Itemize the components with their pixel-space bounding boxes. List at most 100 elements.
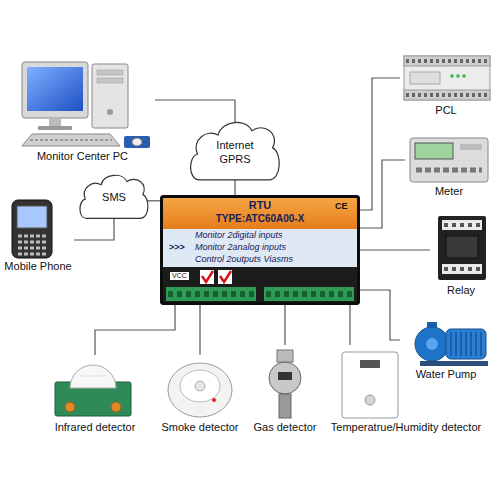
device-caption: Smoke detector [161, 421, 238, 434]
connector-line [74, 218, 114, 240]
cloud-node: SMS [78, 172, 150, 220]
pc-illustration [27, 67, 83, 111]
connector-line [360, 78, 400, 210]
feature-text: Monitor 2analog inputs [195, 242, 286, 253]
gas-illustration [278, 372, 292, 380]
pump-illustration [420, 361, 488, 366]
phone-illustration [18, 241, 46, 244]
pc-illustration [92, 64, 128, 128]
device-title: RTU [163, 199, 357, 212]
phone-illustration [18, 253, 46, 256]
plc-illustration [462, 74, 466, 78]
detector-node: Infrared detector [40, 355, 150, 436]
device-caption: Infrared detector [55, 421, 136, 434]
smoke-illustration [212, 398, 216, 402]
connector-line [199, 305, 200, 355]
cloud-label: Internet GPRS [207, 139, 263, 165]
relay-illustration [442, 220, 482, 230]
infrared-illustration [65, 402, 75, 412]
rtu-housing [264, 287, 354, 301]
plc-illustration [456, 74, 460, 78]
meter-illustration [410, 138, 488, 182]
cert-mark: CE [335, 201, 348, 212]
connector-line [284, 305, 285, 345]
pc-illustration [22, 134, 120, 146]
device-caption: Relay [447, 284, 475, 297]
meter-illustration [410, 138, 488, 182]
pc-illustration [22, 62, 88, 118]
smoke-illustration [195, 381, 205, 391]
detector-node: Gas detector [245, 345, 325, 436]
rtu-housing [266, 291, 352, 297]
infrared-illustration [80, 376, 106, 377]
connector-line [95, 305, 175, 355]
plc-illustration [406, 59, 488, 63]
smoke-illustration [180, 370, 220, 402]
rtu-housing [163, 198, 357, 229]
gas-illustration [269, 362, 301, 394]
phone-illustration [12, 200, 52, 258]
pump-illustration [446, 329, 486, 359]
relay-illustration [438, 216, 486, 280]
connector-line [234, 180, 235, 195]
rtu-housing [202, 271, 213, 282]
relay-node: Relay [430, 212, 492, 299]
device-caption: PCL [435, 104, 456, 117]
gas-illustration [279, 394, 291, 418]
device-caption: Mobile Phone [4, 260, 71, 273]
arrow-marker: >>> [169, 242, 185, 253]
thermostat-illustration [360, 360, 380, 368]
rtu-housing [218, 270, 232, 284]
thermostat-illustration [342, 352, 398, 418]
pump-node: Water Pump [400, 318, 492, 383]
detector-node: Temperatrue/Humidity detector [320, 345, 492, 436]
plc-node: PCL [400, 52, 492, 119]
infrared-illustration [70, 365, 116, 388]
plc-illustration [404, 56, 490, 66]
pump-illustration [427, 322, 437, 328]
thermostat-illustration [342, 352, 398, 418]
rtu-box: RTUTYPE:ATC60A00-X >>> Monitor 2digital in… [160, 195, 360, 305]
model-number: TYPE:ATC60A00-X [163, 213, 357, 225]
connector-line [147, 200, 160, 201]
meter-illustration [416, 168, 482, 173]
plc-illustration [404, 56, 490, 100]
plc-illustration [450, 74, 454, 78]
feature-text: Monitor 2digital inputs [195, 230, 283, 241]
thermostat-illustration [365, 395, 375, 405]
pump-illustration [415, 322, 488, 366]
pc-node: Monitor Center PC [10, 58, 155, 165]
pc-illustration [132, 138, 142, 146]
plc-illustration [410, 72, 440, 84]
device-caption: Temperatrue/Humidity detector [331, 421, 481, 434]
cloud-outline [191, 122, 280, 179]
pump-illustration [426, 338, 438, 350]
pump-illustration [415, 327, 449, 361]
relay-illustration [444, 267, 480, 271]
meter-illustration [415, 143, 453, 159]
phone-illustration [18, 235, 46, 238]
connector-group [74, 78, 430, 355]
relay-illustration [446, 236, 478, 258]
smoke-illustration [168, 363, 232, 417]
connector-line [349, 305, 350, 345]
relay-illustration [444, 223, 480, 227]
phone-illustration [12, 200, 52, 258]
rtu-housing [166, 287, 256, 301]
pump-illustration [450, 332, 484, 356]
pc-illustration [124, 136, 150, 148]
device-caption: Meter [435, 185, 463, 198]
pc-illustration [30, 139, 112, 141]
pc-illustration [97, 70, 123, 75]
pc-illustration [22, 62, 150, 148]
pc-illustration [97, 78, 123, 83]
gas-illustration [277, 350, 293, 362]
cloud-outline [80, 175, 148, 218]
plc-illustration [404, 56, 490, 100]
plc-illustration [406, 93, 488, 97]
relay-illustration [442, 264, 482, 274]
meter-node: Meter [405, 135, 493, 200]
cloud-node: Internet GPRS [188, 118, 282, 182]
